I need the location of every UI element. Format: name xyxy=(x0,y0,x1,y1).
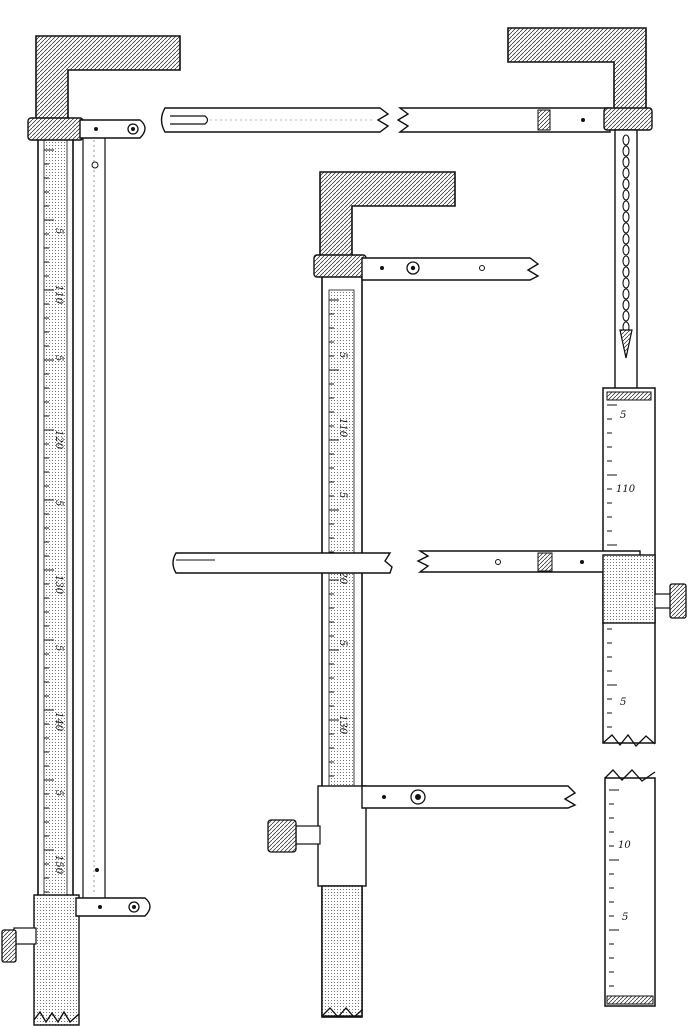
right-instrument: 5 110 5 10 5 xyxy=(416,27,687,1007)
middle-thumb-screw xyxy=(267,819,321,853)
scale-label: 150 xyxy=(53,855,64,875)
right-tube-lower xyxy=(604,777,656,1007)
right-scale-ticks-lower xyxy=(609,789,619,987)
scale-label: 130 xyxy=(53,575,64,595)
chain-link xyxy=(622,244,630,256)
chain-link xyxy=(622,299,630,311)
chain-link xyxy=(622,178,630,190)
right-chain xyxy=(622,134,630,333)
scale-label: 5 xyxy=(53,355,64,361)
right-sleeve xyxy=(602,554,656,624)
middle-scale-ticks xyxy=(329,299,339,777)
middle-lower-slider xyxy=(317,785,367,887)
left-upper-collar xyxy=(27,117,84,141)
scale-label: 130 xyxy=(337,715,348,735)
chain-link xyxy=(622,222,630,234)
right-scale-labels-lower: 10 5 xyxy=(618,840,631,923)
right-upper-collar xyxy=(603,107,653,131)
middle-scale-strip xyxy=(328,289,355,791)
scale-label: 5 xyxy=(622,912,628,923)
scale-label: 5 xyxy=(337,352,348,358)
chain-link xyxy=(622,167,630,179)
chain-link xyxy=(622,233,630,245)
left-instrument: 5 110 5 120 5 130 5 140 5 150 xyxy=(1,35,181,1026)
left-broken-end xyxy=(33,1010,80,1024)
middle-crossbar xyxy=(172,552,393,574)
left-head-bracket xyxy=(35,35,181,121)
scale-label: 5 xyxy=(337,492,348,498)
middle-lower-tube xyxy=(321,885,363,1017)
chain-link xyxy=(622,134,630,146)
scale-label: 110 xyxy=(337,418,348,438)
chain-link xyxy=(622,156,630,168)
left-scale-ticks xyxy=(44,149,54,893)
chain-link xyxy=(622,255,630,267)
left-upper-arm xyxy=(79,119,146,139)
scale-label: 5 xyxy=(620,697,626,708)
scale-label: 5 xyxy=(53,500,64,506)
chain-link xyxy=(622,277,630,289)
right-head-bracket xyxy=(507,27,647,113)
left-thumb-screw xyxy=(1,927,37,963)
middle-lower-arm xyxy=(361,785,577,809)
scale-label: 120 xyxy=(53,430,64,450)
scale-label: 120 xyxy=(337,565,348,585)
right-thumb-screw xyxy=(654,583,687,619)
scale-label: 10 xyxy=(618,840,631,851)
chain-link xyxy=(622,189,630,201)
scale-label: 5 xyxy=(620,410,626,421)
middle-head-bracket xyxy=(319,171,456,259)
scale-label: 140 xyxy=(53,712,64,732)
middle-instrument: 5 110 5 120 5 130 5 xyxy=(172,171,577,1018)
chain-link xyxy=(622,200,630,212)
scale-label: 110 xyxy=(616,484,636,495)
detached-crossbar-top xyxy=(160,107,611,133)
chain-link xyxy=(622,288,630,300)
middle-upper-arm xyxy=(361,257,540,281)
chain-link xyxy=(622,266,630,278)
scale-label: 110 xyxy=(53,285,64,305)
left-scale-strip xyxy=(43,139,68,901)
left-scale-labels: 5 110 5 120 5 130 5 140 5 150 xyxy=(53,228,64,875)
scale-label: 5 xyxy=(53,645,64,651)
chain-link xyxy=(622,145,630,157)
left-lower-sleeve xyxy=(33,894,80,1026)
middle-upper-collar xyxy=(313,254,367,278)
scale-label: 5 xyxy=(53,790,64,796)
right-pointer xyxy=(619,329,633,359)
right-scale-labels-upper: 5 110 5 xyxy=(616,410,636,708)
chain-link xyxy=(622,211,630,223)
scale-label: 5 xyxy=(337,640,348,646)
scale-label: 5 xyxy=(53,228,64,234)
chain-link xyxy=(622,310,630,322)
